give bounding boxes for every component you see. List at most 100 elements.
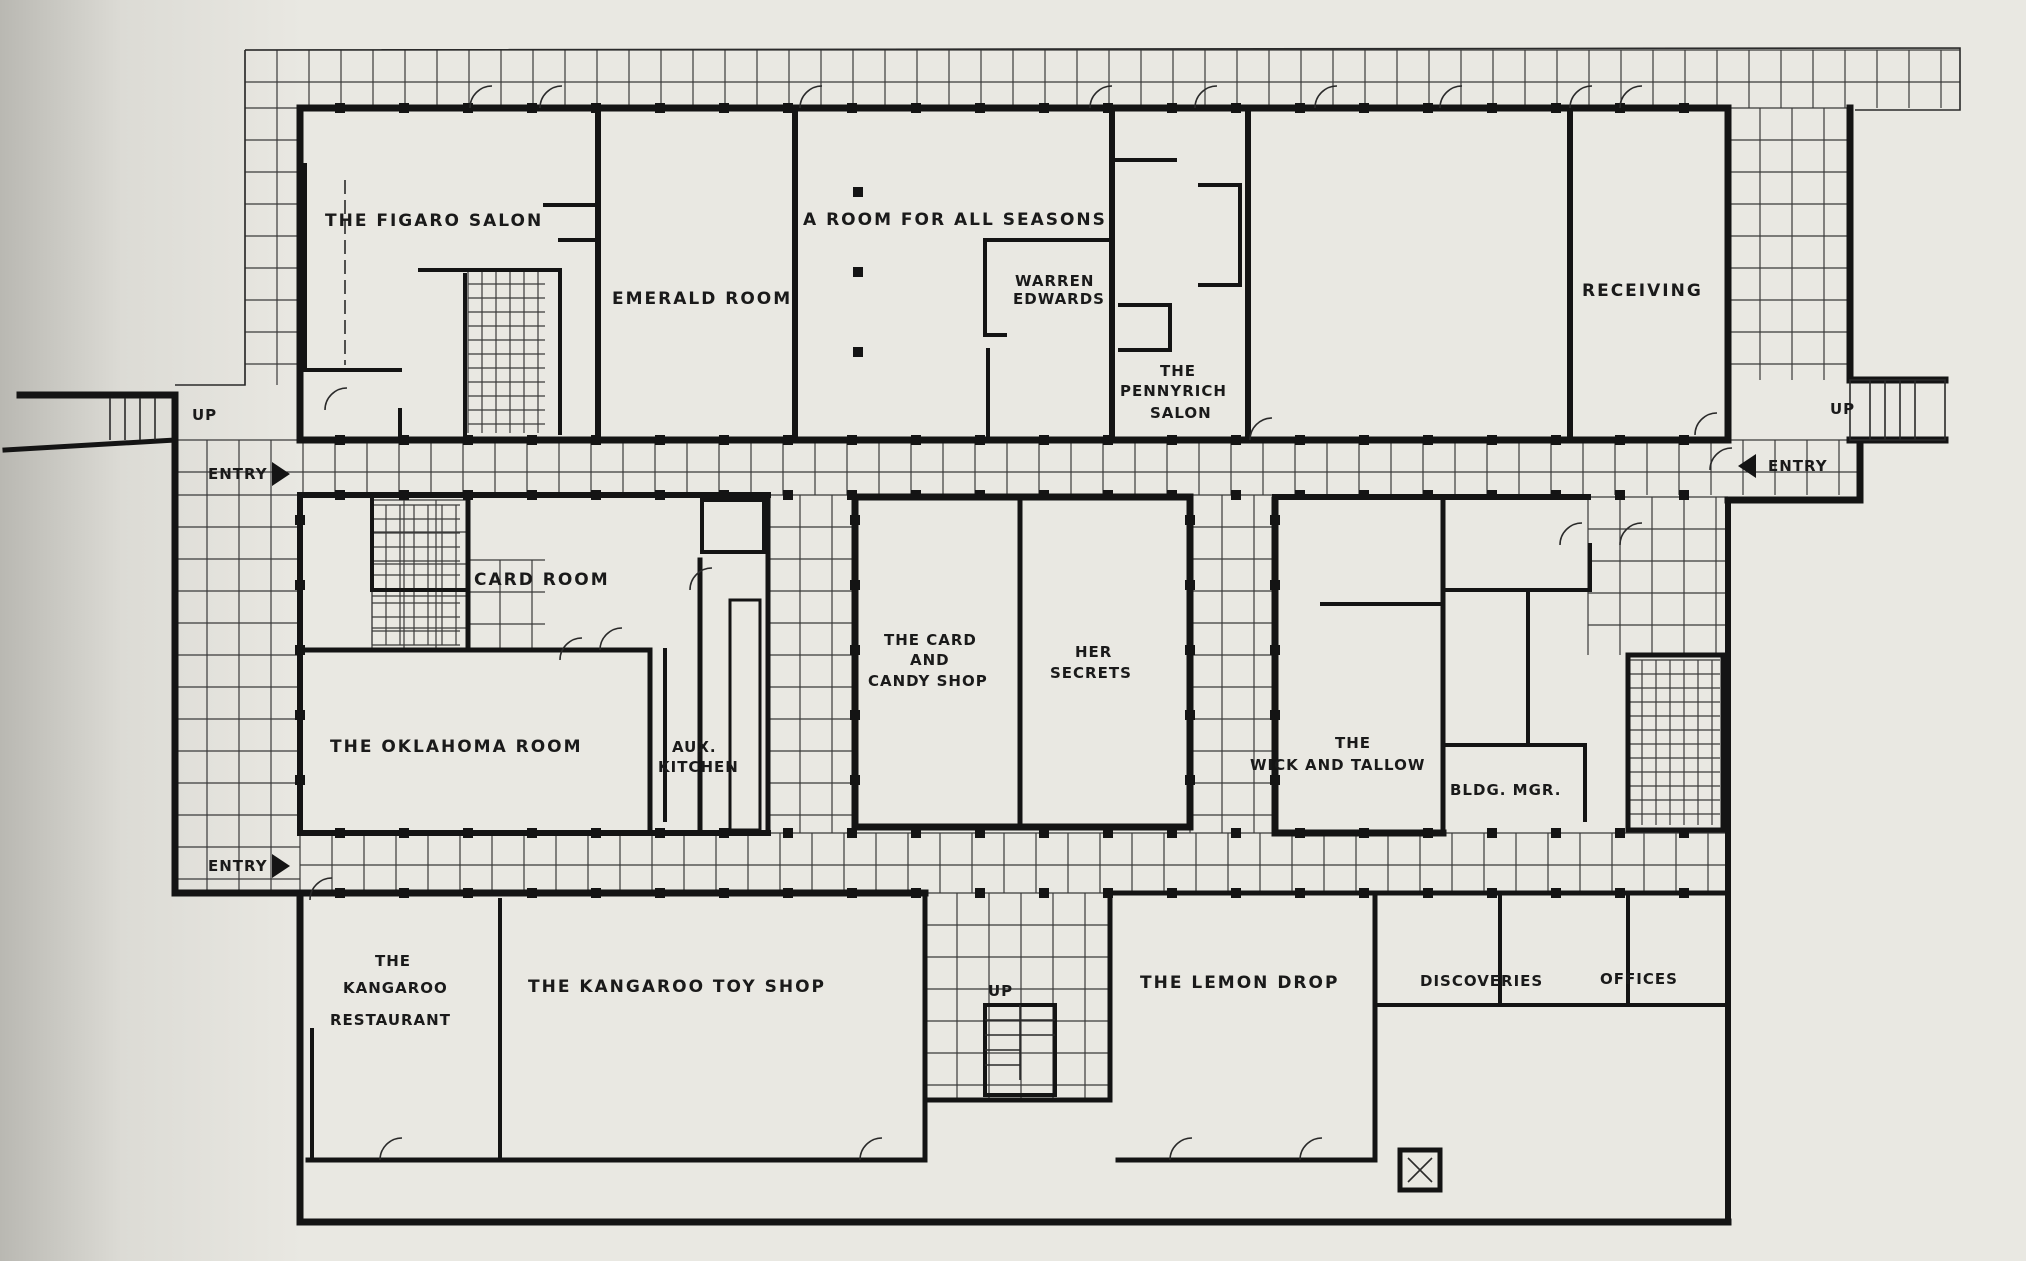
door-swing [1169,1137,1193,1161]
column-marker [1231,435,1241,445]
label-pennyrich-2: PENNYRICH [1120,382,1227,400]
column-marker [1423,103,1433,113]
entry-arrow-west-upper [272,462,290,486]
column-marker [399,490,409,500]
column-marker [1359,435,1369,445]
column-marker [1185,710,1195,720]
column-marker [847,888,857,898]
column-marker [1039,435,1049,445]
label-entry-east: ENTRY [1768,457,1828,475]
column-marker [850,775,860,785]
door-swing [599,627,623,651]
column-marker [1551,103,1561,113]
entry-arrow-west-lower [272,854,290,878]
column-marker [1295,888,1305,898]
column-marker [527,828,537,838]
column-marker [1270,775,1280,785]
column-marker [911,828,921,838]
column-marker [463,888,473,898]
label-aux-kitchen-1: AUX. [672,738,717,756]
column-marker [295,775,305,785]
column-marker [1270,710,1280,720]
column-marker [1185,775,1195,785]
column-marker [527,435,537,445]
column-marker [719,828,729,838]
column-marker [527,888,537,898]
column-marker [1423,828,1433,838]
door-swing [689,567,713,591]
column-marker [847,435,857,445]
label-card-candy-2: AND [910,651,950,669]
column-marker [847,828,857,838]
column-marker [399,435,409,445]
column-marker [295,710,305,720]
column-marker [1039,888,1049,898]
label-room-all-seasons: A ROOM FOR ALL SEASONS [803,210,1107,230]
column-marker [1615,828,1625,838]
label-emerald-room: EMERALD ROOM [612,289,792,309]
column-marker [1103,888,1113,898]
column-marker [975,828,985,838]
column-marker [463,828,473,838]
column-marker [591,888,601,898]
label-warren-edwards-1: WARREN [1015,272,1094,290]
column-marker [1615,888,1625,898]
label-entry-west-lower: ENTRY [208,857,268,875]
column-marker [1167,888,1177,898]
column-marker [911,888,921,898]
door-swing [1314,85,1338,109]
column-marker [1270,515,1280,525]
column-marker [1551,435,1561,445]
label-pennyrich-3: SALON [1150,404,1212,422]
column-marker [1487,490,1497,500]
column-marker [1185,580,1195,590]
walls [2,47,1961,1226]
column-marker [1167,435,1177,445]
column-marker [1039,103,1049,113]
column-marker [783,888,793,898]
column-marker [1615,435,1625,445]
column-marker [591,490,601,500]
column-marker [1167,103,1177,113]
column-marker [719,103,729,113]
door-swing [799,85,823,109]
door-swing [324,387,348,411]
column-marker [1487,103,1497,113]
label-her-secrets-1: HER [1075,643,1112,661]
column-marker [850,645,860,655]
column-marker [911,103,921,113]
label-offices: OFFICES [1600,970,1678,988]
column-marker [1103,828,1113,838]
column-marker [1615,490,1625,500]
column-marker [719,490,729,500]
door-swing [1619,522,1643,546]
column-marker [335,490,345,500]
column-marker [1295,103,1305,113]
door-swing [1709,447,1733,471]
column-marker [1487,888,1497,898]
column-marker [1423,490,1433,500]
column-marker [1103,103,1113,113]
column-marker [1167,828,1177,838]
column-marker [850,580,860,590]
label-wick-tallow-2: WICK AND TALLOW [1250,756,1425,774]
column-marker [850,515,860,525]
column-marker [335,828,345,838]
label-card-room: CARD ROOM [474,570,610,590]
column-marker [1295,828,1305,838]
door-swing [539,85,563,109]
column-marker [527,103,537,113]
label-aux-kitchen-2: KITCHEN [658,758,739,776]
column-marker [783,103,793,113]
column-marker [1185,645,1195,655]
column-marker [1231,103,1241,113]
door-swing [379,1137,403,1161]
column-marker [1270,645,1280,655]
label-kangaroo-rest-1: THE [375,952,411,970]
label-wick-tallow-1: THE [1335,734,1371,752]
door-swing [1694,412,1718,436]
door-swing [1619,85,1643,109]
column-marker [1679,103,1689,113]
